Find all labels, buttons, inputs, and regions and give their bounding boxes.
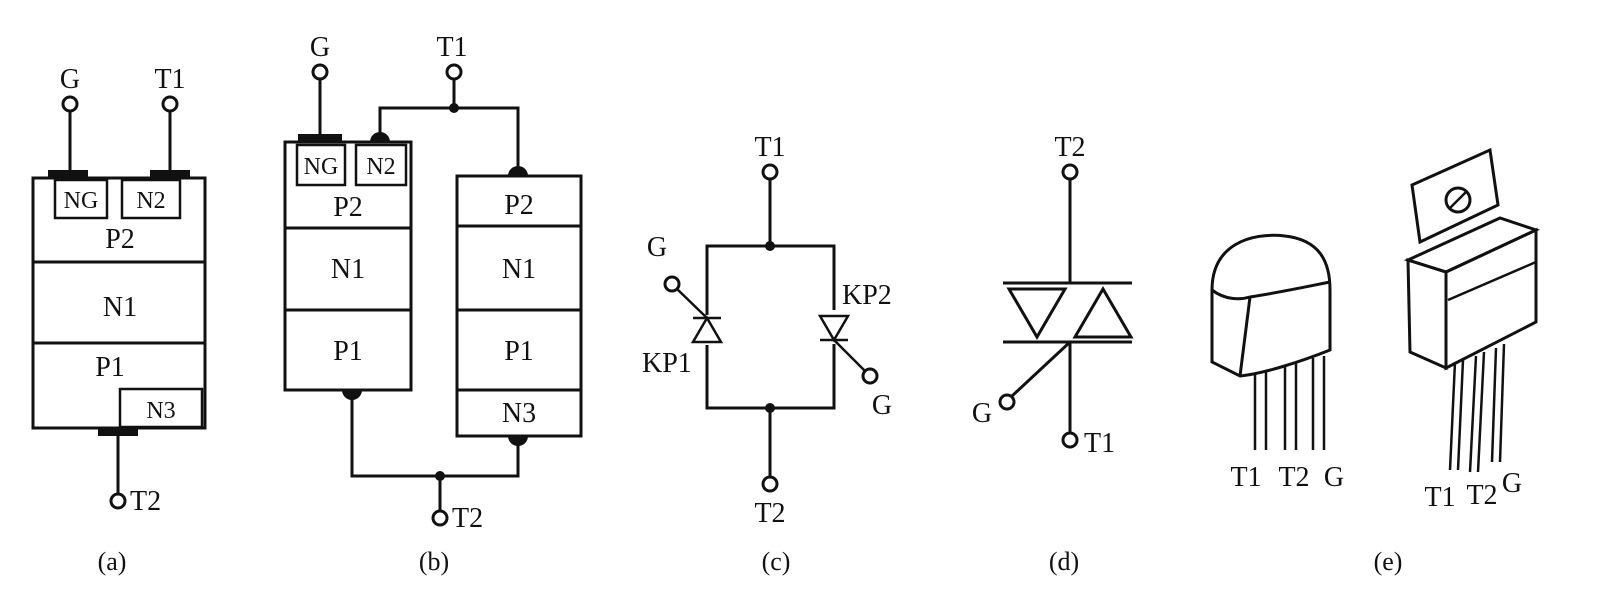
panel-d: T2 G T1 (d) <box>972 132 1134 576</box>
label-n1-left-b: N1 <box>331 254 365 285</box>
terminal-t1-a <box>161 95 179 113</box>
terminal-g-d <box>998 393 1016 411</box>
terminal-g-left-c <box>663 275 681 293</box>
terminal-t1-c <box>761 163 779 181</box>
label-t1-c: T1 <box>754 132 785 163</box>
label-pin2-large: T2 <box>1466 480 1497 511</box>
label-g-right-c: G <box>872 390 892 421</box>
caption-e: (e) <box>1374 547 1403 576</box>
label-p2-right-b: P2 <box>504 190 534 221</box>
terminal-t2-c <box>761 475 779 493</box>
region-n3-a <box>118 387 204 429</box>
label-t2-a: T2 <box>130 486 161 517</box>
triac-triangle-down <box>1006 287 1068 340</box>
label-t1-a: T1 <box>154 64 185 95</box>
label-n2-a: N2 <box>136 188 165 214</box>
label-n1-right-b: N1 <box>502 254 536 285</box>
terminal-t1-d <box>1061 431 1079 449</box>
label-kp2-c: KP2 <box>842 280 892 311</box>
terminal-t1-b <box>445 63 463 81</box>
terminal-g-a <box>61 95 79 113</box>
label-t2-c: T2 <box>754 498 785 529</box>
package-large <box>1403 147 1541 473</box>
label-n1-a: N1 <box>103 292 137 323</box>
label-ng-b: NG <box>304 154 339 180</box>
terminal-g-right-c <box>861 367 879 385</box>
package-small <box>1210 233 1332 450</box>
label-t2-b: T2 <box>452 503 483 534</box>
label-kp1-c: KP1 <box>642 348 692 379</box>
panel-a: G T1 NG N2 P2 N1 P1 N3 T2 (a) <box>31 64 207 576</box>
terminal-t2-b <box>431 509 449 527</box>
label-t1-d: T1 <box>1084 428 1115 459</box>
terminal-t2-d <box>1061 163 1079 181</box>
label-p2-a: P2 <box>105 224 135 255</box>
label-t1-b: T1 <box>436 32 467 63</box>
label-p1-left-b: P1 <box>333 336 363 367</box>
label-g-b: G <box>310 32 330 63</box>
label-p1-a: P1 <box>95 352 125 383</box>
caption-c: (c) <box>762 547 791 576</box>
label-g-left-c: G <box>647 232 667 263</box>
region-n2-b <box>354 143 408 187</box>
label-ng-a: NG <box>64 188 99 214</box>
label-pin1-small: T1 <box>1230 462 1261 493</box>
label-pin2-small: T2 <box>1278 462 1309 493</box>
label-pin3-large: G <box>1502 468 1522 499</box>
caption-d: (d) <box>1049 547 1079 576</box>
thyristor-kp2 <box>817 310 867 373</box>
terminal-g-b <box>311 63 329 81</box>
label-g-a: G <box>60 64 80 95</box>
region-ng-a <box>53 178 109 220</box>
label-p1-right-b: P1 <box>504 336 534 367</box>
panel-c: T1 T2 G KP1 G KP2 (c) <box>642 132 892 576</box>
label-n3-right-b: N3 <box>502 398 536 429</box>
label-t2-d: T2 <box>1054 132 1085 163</box>
caption-b: (b) <box>419 547 449 576</box>
region-ng-b <box>295 143 347 187</box>
label-pin1-large: T1 <box>1424 482 1455 513</box>
region-n2-a <box>120 178 182 220</box>
triac-triangle-up <box>1072 286 1134 339</box>
terminal-t2-a <box>109 492 127 510</box>
panel-e: T1 T2 G T1 T2 G (e) <box>1210 147 1541 576</box>
label-n3-a: N3 <box>146 398 175 424</box>
label-p2-left-b: P2 <box>333 192 363 223</box>
panel-b: G T1 NG N2 P2 N1 P1 P2 N1 P1 N3 <box>283 32 583 576</box>
label-g-d: G <box>972 398 992 429</box>
thyristor-kp1 <box>675 287 724 345</box>
caption-a: (a) <box>98 547 127 576</box>
label-pin3-small: G <box>1324 462 1344 493</box>
label-n2-b: N2 <box>366 154 395 180</box>
